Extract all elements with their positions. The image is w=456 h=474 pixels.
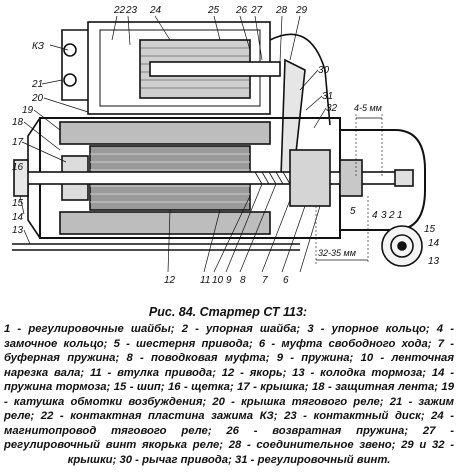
label-16: 16 [12,162,24,173]
label-21: 21 [31,79,43,90]
label-14: 14 [12,212,24,223]
label-29: 29 [295,5,308,16]
label-28: 28 [275,5,288,16]
dimension-32-35mm: 32-35 мм [318,248,356,258]
label-10: 10 [212,275,224,286]
label-6: 6 [283,275,289,286]
dimension-4-5mm: 4-5 мм [354,103,382,113]
figure-caption: Рис. 84. Стартер СТ 113: [148,305,308,319]
label-32: 32 [326,103,338,114]
label-22: 22 [113,5,126,16]
label-26: 26 [235,5,248,16]
label-20: 20 [31,93,44,104]
label-19: 19 [22,105,34,116]
starter-drawing: 22 23 24 25 26 27 28 29 КЗ 21 20 19 18 1… [12,5,440,286]
inset-label-13: 13 [428,256,440,267]
label-4: 4 [372,210,378,221]
label-7: 7 [262,275,268,286]
label-24: 24 [149,5,162,16]
label-31: 31 [322,91,333,102]
label-23: 23 [125,5,138,16]
figure-legend: 1 - регулировочные шайбы; 2 - упорная ша… [4,323,454,466]
label-3: 3 [381,210,387,221]
label-25: 25 [207,5,220,16]
label-9: 9 [226,275,232,286]
inset-label-14: 14 [428,238,440,249]
label-17: 17 [12,137,24,148]
label-2: 2 [388,210,395,221]
starter-cross-section-figure: 22 23 24 25 26 27 28 29 КЗ 21 20 19 18 1… [12,5,440,286]
label-18: 18 [12,117,24,128]
label-5: 5 [350,206,356,217]
label-1: 1 [397,210,403,221]
label-30: 30 [318,65,330,76]
label-k3: КЗ [32,41,44,52]
inset-label-15: 15 [424,224,436,235]
label-8: 8 [240,275,246,286]
label-11: 11 [200,275,210,286]
label-12: 12 [164,275,176,286]
starter-housing [39,117,341,239]
label-27: 27 [250,5,263,16]
label-13: 13 [12,225,24,236]
label-15: 15 [12,198,24,209]
